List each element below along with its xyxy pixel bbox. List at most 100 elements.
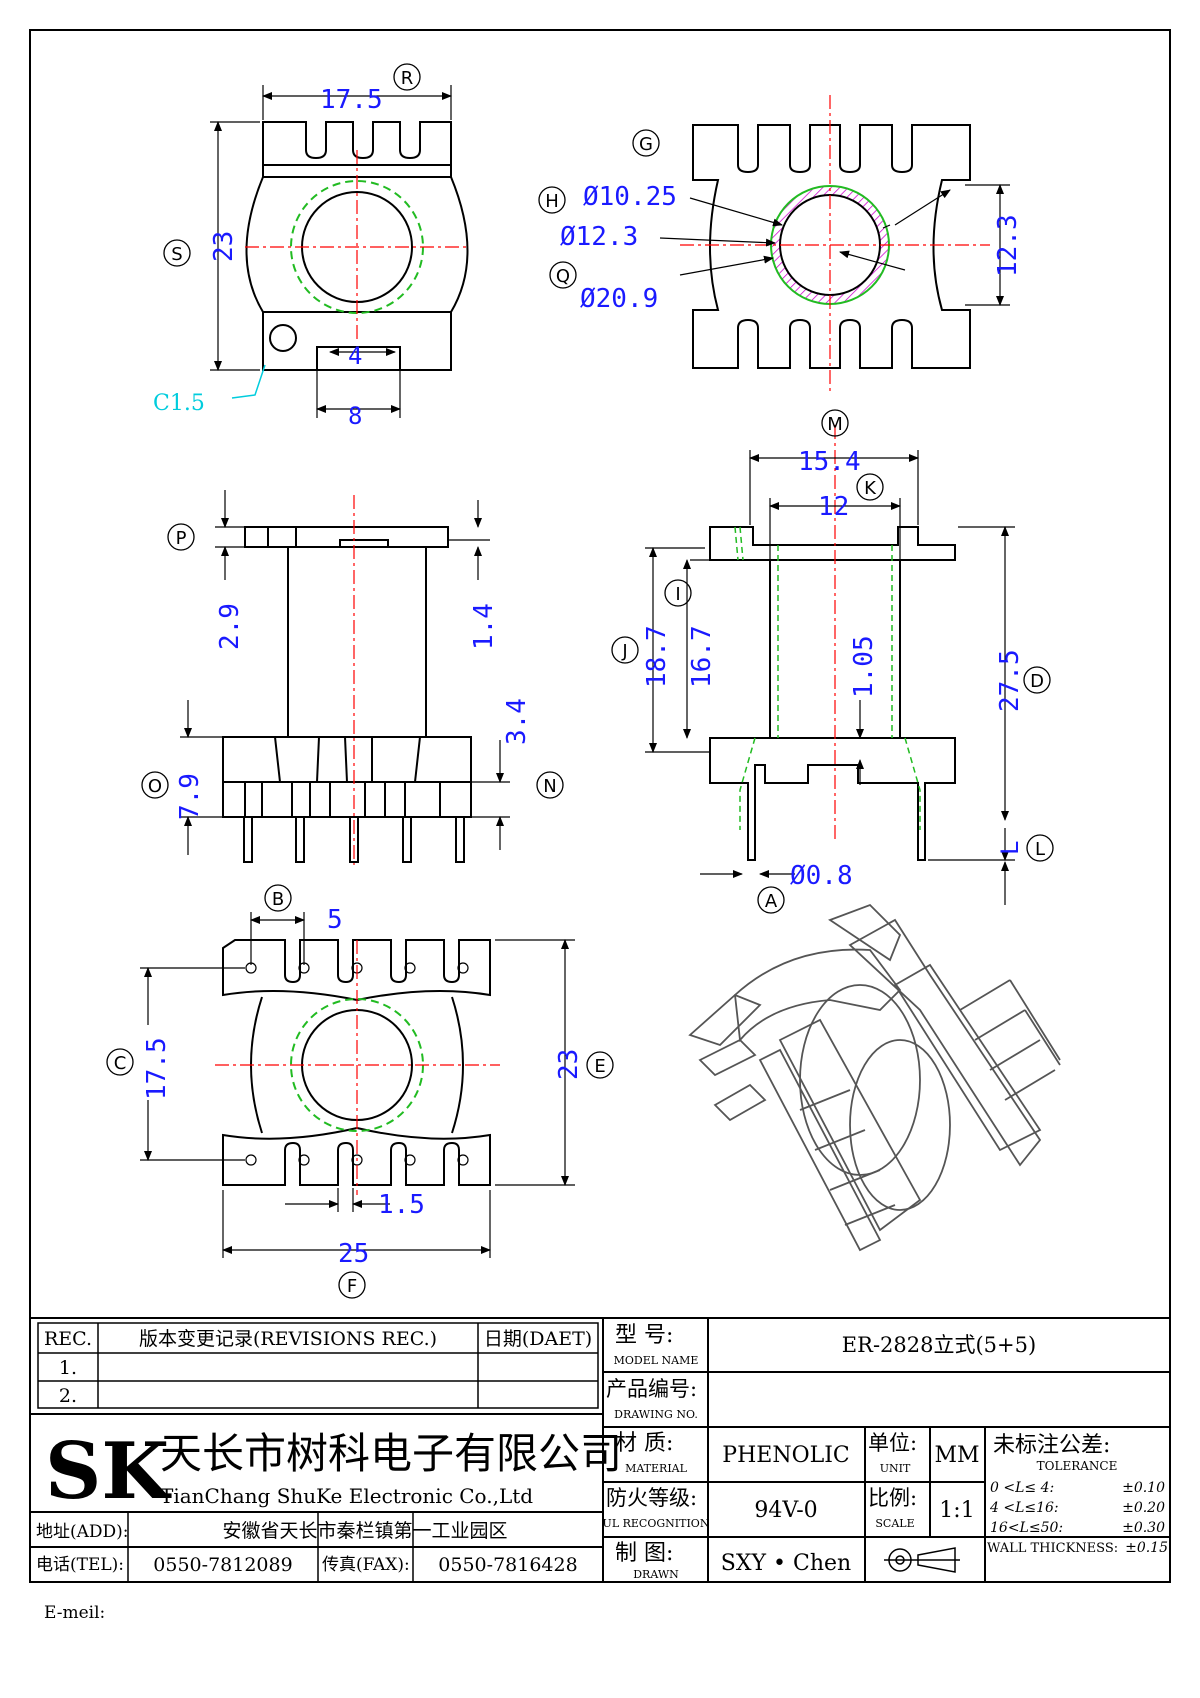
dim-lines-mid-left (180, 490, 510, 855)
rev-title: 版本变更记录(REVISIONS REC.) (139, 1328, 437, 1350)
projection-symbol (884, 1547, 960, 1573)
revision-table (37, 1322, 599, 1582)
tolerance-title: 未标注公差: (993, 1433, 1110, 1458)
centerlines-top-right (680, 95, 990, 395)
scale-label-en: SCALE (875, 1517, 914, 1530)
svg-text:C: C (114, 1053, 127, 1074)
dim-d2: Ø12.3 (560, 222, 638, 252)
chamfer-leader (231, 364, 266, 399)
dim-c: 17.5 (142, 1037, 172, 1100)
dim-slot-big: 8 (348, 402, 362, 430)
label-l: L (1026, 834, 1054, 862)
model-label-en: MODEL NAME (614, 1354, 699, 1367)
drawn-label-en: DRAWN (633, 1568, 679, 1581)
label-c: C (106, 1048, 134, 1076)
svg-text:D: D (1030, 671, 1044, 692)
tolerance-value-1: ±0.10 (1122, 1480, 1165, 1496)
fire-label: 防火等级: (606, 1486, 697, 1510)
svg-text:B: B (272, 889, 284, 910)
label-m: M (821, 409, 849, 437)
tolerance-value-2: ±0.20 (1122, 1500, 1165, 1516)
rev-header: REC. (44, 1328, 92, 1350)
centerlines-bottom-left (215, 940, 500, 1195)
label-g: G (632, 129, 660, 157)
centerlines-top-left (245, 150, 470, 340)
fax-label: 传真(FAX): (322, 1555, 410, 1575)
label-j: J (611, 636, 639, 664)
dim-d3: Ø20.9 (580, 284, 658, 314)
dim-d1: Ø10.25 (583, 182, 677, 212)
dim-wall: 1.05 (849, 635, 879, 698)
label-h: H (538, 186, 566, 214)
tel-value: 0550-7812089 (153, 1554, 292, 1576)
company-name-cn: 天长市树科电子有限公司 (160, 1429, 622, 1478)
dim-lines-mid-right (645, 450, 1015, 905)
dim-h2: 16.7 (687, 625, 717, 688)
svg-text:F: F (347, 1276, 357, 1297)
dim-w2: 12 (818, 492, 849, 522)
svg-text:A: A (765, 891, 778, 912)
label-b: B (264, 884, 292, 912)
label-r: R (393, 63, 421, 91)
dim-h: 12.3 (993, 214, 1023, 277)
dim-pitch: 5 (327, 905, 343, 935)
svg-text:M: M (827, 414, 843, 435)
dim-chamfer: C1.5 (153, 391, 205, 416)
dim-p1: 2.9 (215, 603, 245, 650)
drawing-no-label: 产品编号: (606, 1377, 697, 1401)
svg-text:P: P (176, 528, 187, 549)
scale-label: 比例: (868, 1486, 917, 1510)
tolerance-title-en: TOLERANCE (1037, 1459, 1118, 1473)
material-label: 材 质: (615, 1431, 673, 1456)
scale-value: 1:1 (939, 1498, 974, 1523)
tolerance-range-2: 4 <L≤16: (989, 1500, 1059, 1516)
dim-slot: 1.5 (378, 1190, 425, 1220)
svg-text:K: K (864, 478, 877, 499)
tolerance-value-3: ±0.30 (1122, 1520, 1165, 1536)
dim-w1: 15.4 (798, 447, 861, 477)
address-value: 安徽省天长市秦栏镇第一工业园区 (222, 1520, 507, 1542)
label-i: I (664, 579, 692, 607)
title-block (29, 1317, 1171, 1583)
material-label-en: MATERIAL (625, 1462, 688, 1475)
svg-text:N: N (543, 776, 556, 797)
model-label: 型 号: (615, 1323, 673, 1348)
tolerance-range-4: WALL THICKNESS: (987, 1541, 1118, 1556)
label-p: P (167, 523, 195, 551)
drawing-no-label-en: DRAWING NO. (614, 1408, 698, 1421)
svg-text:H: H (545, 191, 559, 212)
dim-slot-small: 4 (348, 342, 362, 370)
dim-p2: 1.4 (469, 603, 499, 650)
label-f: F (338, 1271, 366, 1299)
svg-text:I: I (675, 584, 680, 605)
label-a: A (757, 886, 785, 914)
dim-l: L (996, 841, 1024, 855)
isometric-view (688, 903, 1061, 1252)
svg-text:R: R (401, 68, 414, 89)
dim-width-top: 17.5 (320, 85, 383, 115)
label-o: O (141, 771, 169, 799)
dim-height: 23 (209, 231, 239, 262)
label-e: E (586, 1051, 614, 1079)
mid-right-view (709, 526, 956, 861)
dim-pin: Ø0.8 (790, 861, 853, 891)
email-label: E-meil: (44, 1603, 105, 1623)
mid-left-view (222, 526, 472, 863)
label-s: S (163, 239, 191, 267)
fire-label-en: UL RECOGNITION (603, 1517, 710, 1530)
company-name-en: TianChang ShuKe Electronic Co.,Ltd (160, 1484, 533, 1508)
address-label: 地址(ADD): (36, 1522, 129, 1542)
tel-label: 电话(TEL): (36, 1555, 124, 1575)
tolerance-range-1: 0 <L≤ 4: (990, 1480, 1054, 1496)
rev-row-1: 1. (59, 1357, 77, 1379)
svg-text:E: E (594, 1056, 605, 1077)
drawn-label: 制 图: (615, 1541, 673, 1566)
dim-f: 25 (338, 1239, 369, 1269)
rev-row-2: 2. (59, 1385, 77, 1407)
svg-text:O: O (148, 776, 162, 797)
svg-text:S: S (171, 244, 182, 265)
tolerance-value-4: ±0.15 (1125, 1540, 1168, 1556)
dim-total: 27.5 (995, 649, 1025, 712)
svg-text:L: L (1035, 839, 1045, 860)
